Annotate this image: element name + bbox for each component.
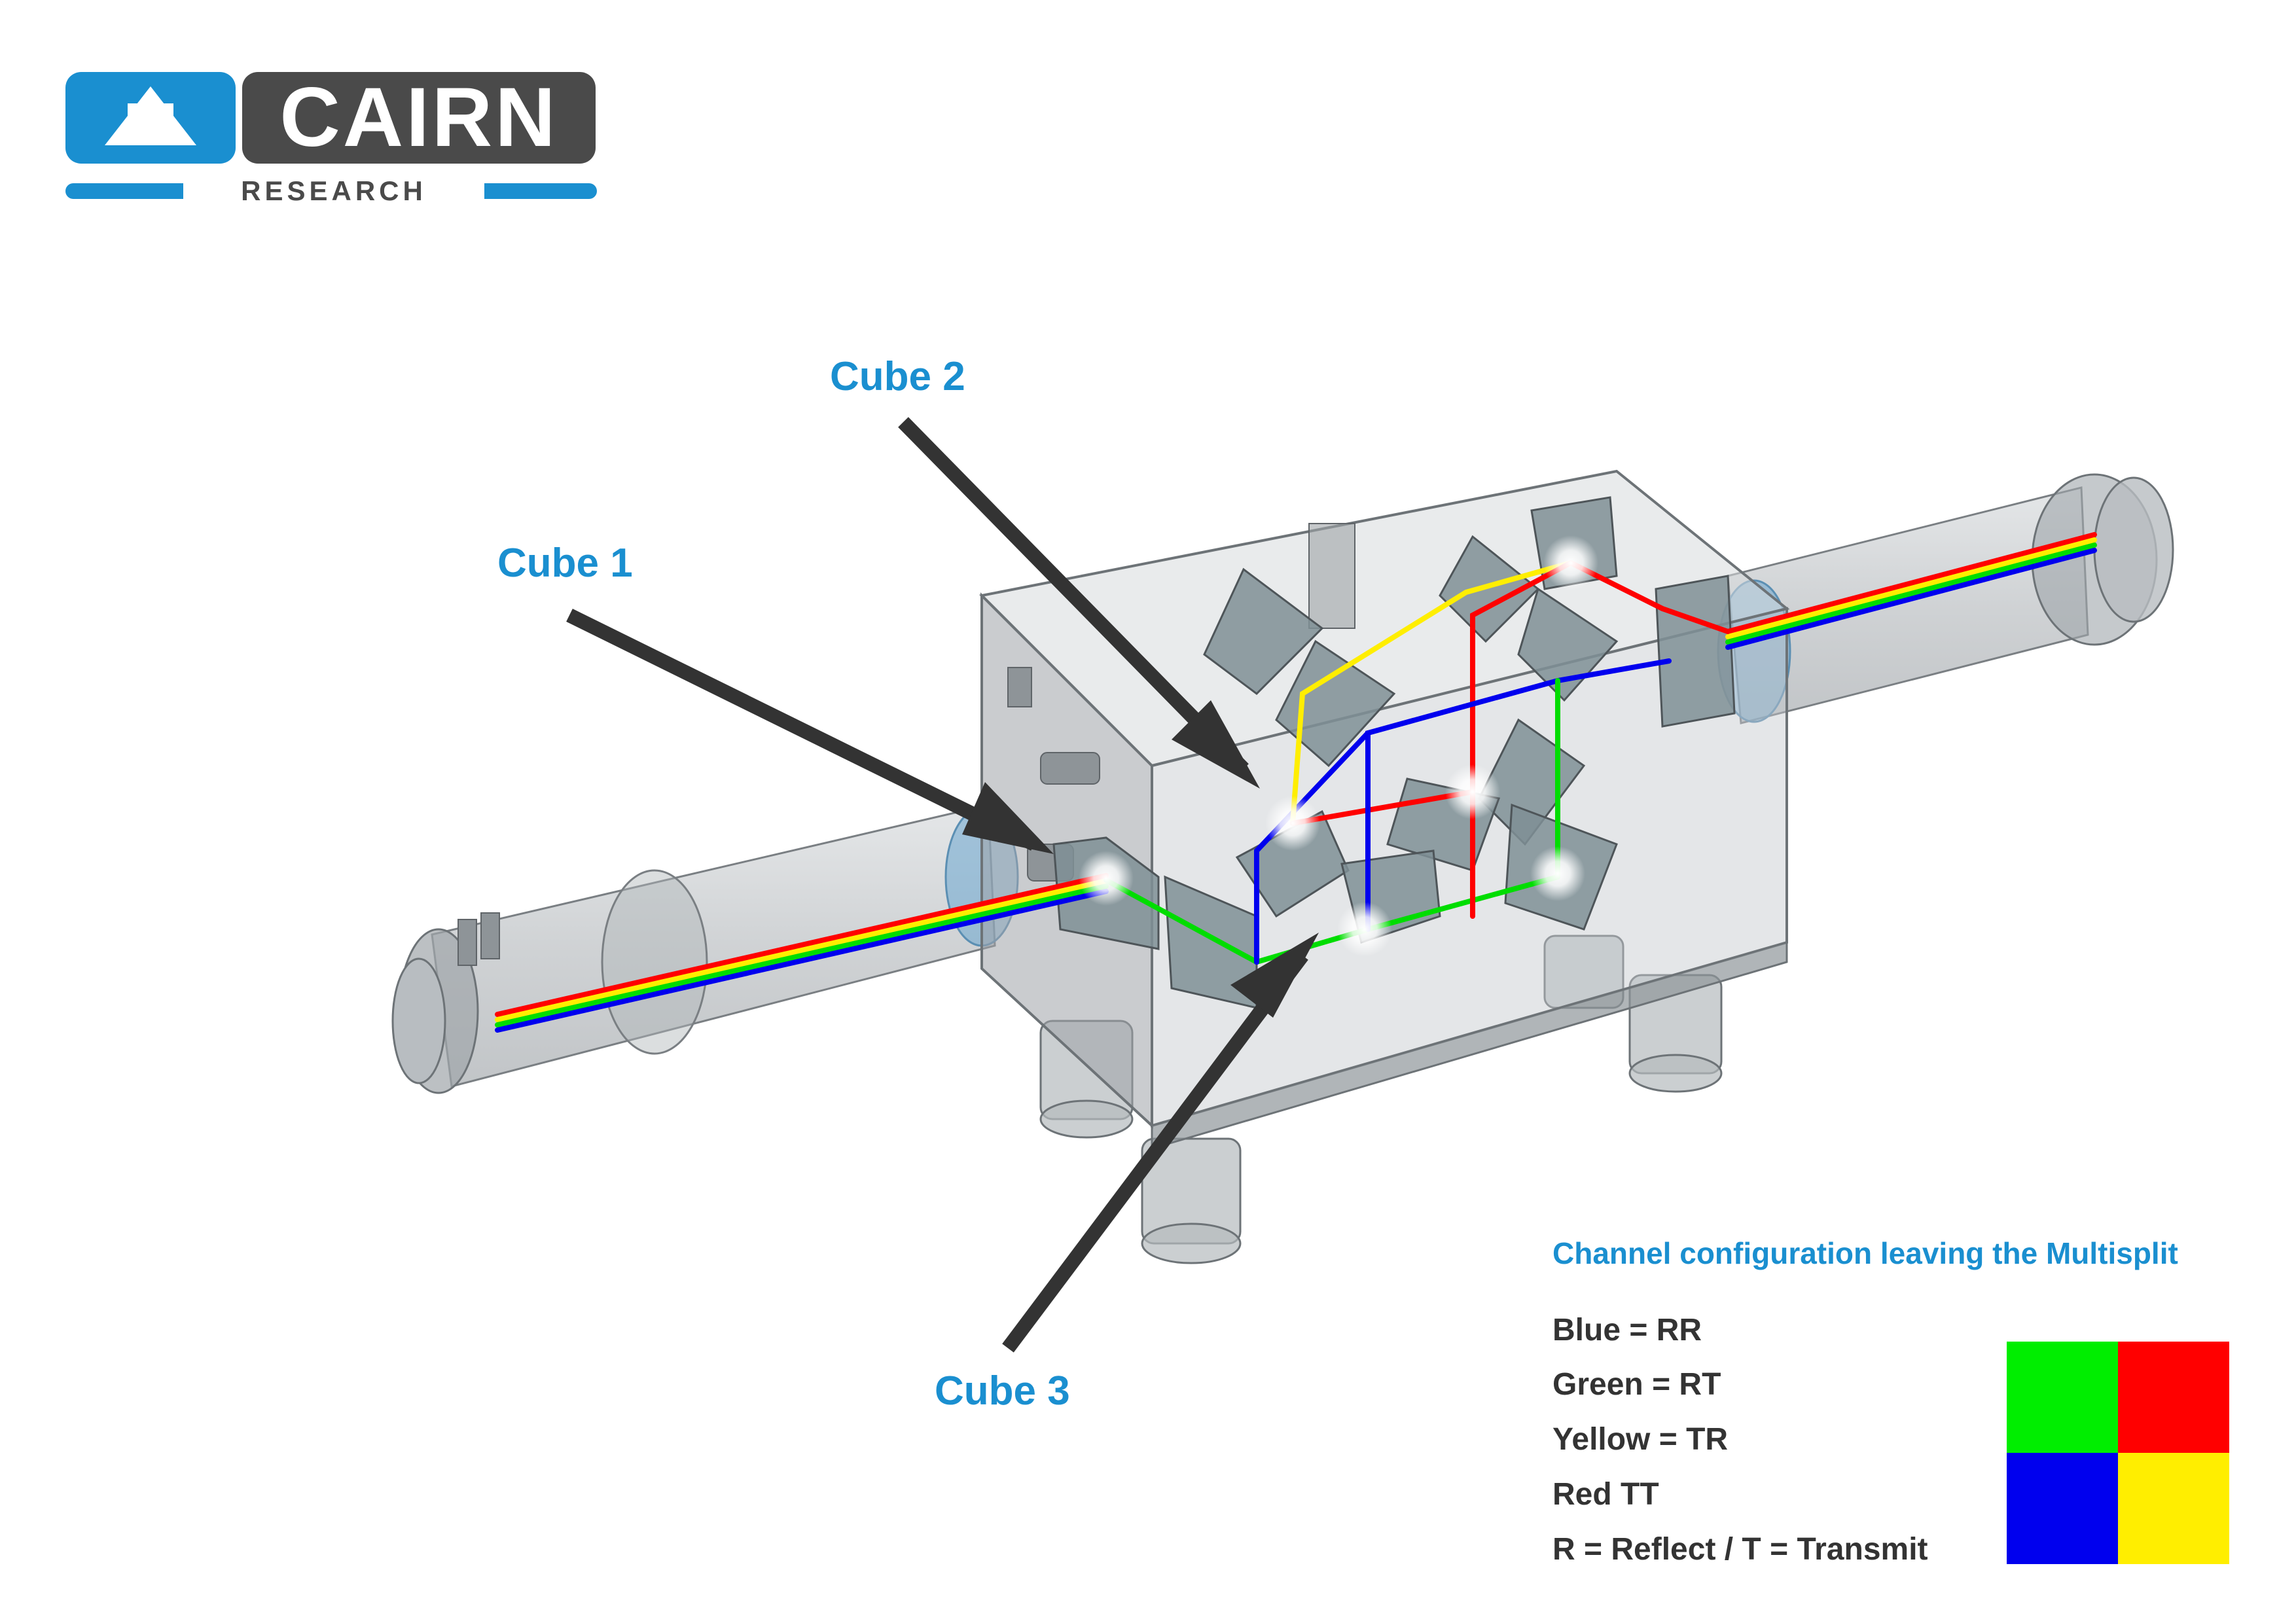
legend-line-key: R = Reflect / T = Transmit bbox=[1552, 1532, 1928, 1567]
cube1-arrow-head bbox=[962, 782, 1054, 854]
logo-badge bbox=[65, 72, 236, 164]
cube3-arrow-head bbox=[1230, 933, 1319, 1018]
swatch-blue bbox=[2007, 1453, 2118, 1564]
legend-line-blue: Blue = RR bbox=[1552, 1313, 1702, 1347]
beam-paths bbox=[495, 532, 2097, 1033]
left-tube bbox=[391, 804, 1019, 1094]
cube2-label: Cube 2 bbox=[830, 354, 965, 399]
swatch-red bbox=[2118, 1342, 2229, 1453]
legend-line-green: Green = RT bbox=[1552, 1367, 1721, 1402]
callout-arrows bbox=[566, 417, 1319, 1353]
cube1-label: Cube 1 bbox=[497, 541, 633, 586]
swatch-yellow bbox=[2118, 1453, 2229, 1564]
legend-line-yellow: Yellow = TR bbox=[1552, 1422, 1729, 1457]
right-tube bbox=[1717, 473, 2174, 724]
logo-wordmark: CAIRN bbox=[242, 72, 596, 164]
channel-swatch-grid bbox=[2007, 1342, 2229, 1564]
legend-line-red: Red TT bbox=[1552, 1477, 1659, 1512]
support-legs bbox=[1039, 935, 1723, 1264]
logo-subtext: RESEARCH bbox=[183, 175, 484, 207]
cube3-label: Cube 3 bbox=[935, 1368, 1070, 1414]
splitter-highlights bbox=[1079, 535, 1598, 957]
logo-triangle-icon bbox=[105, 86, 196, 145]
logo-subline: RESEARCH bbox=[65, 175, 597, 207]
legend-title: Channel configuration leaving the Multis… bbox=[1552, 1236, 2178, 1270]
swatch-green bbox=[2007, 1342, 2118, 1453]
cube2-arrow-head bbox=[1172, 700, 1260, 789]
cairn-research-logo: CAIRN RESEARCH bbox=[65, 65, 602, 207]
